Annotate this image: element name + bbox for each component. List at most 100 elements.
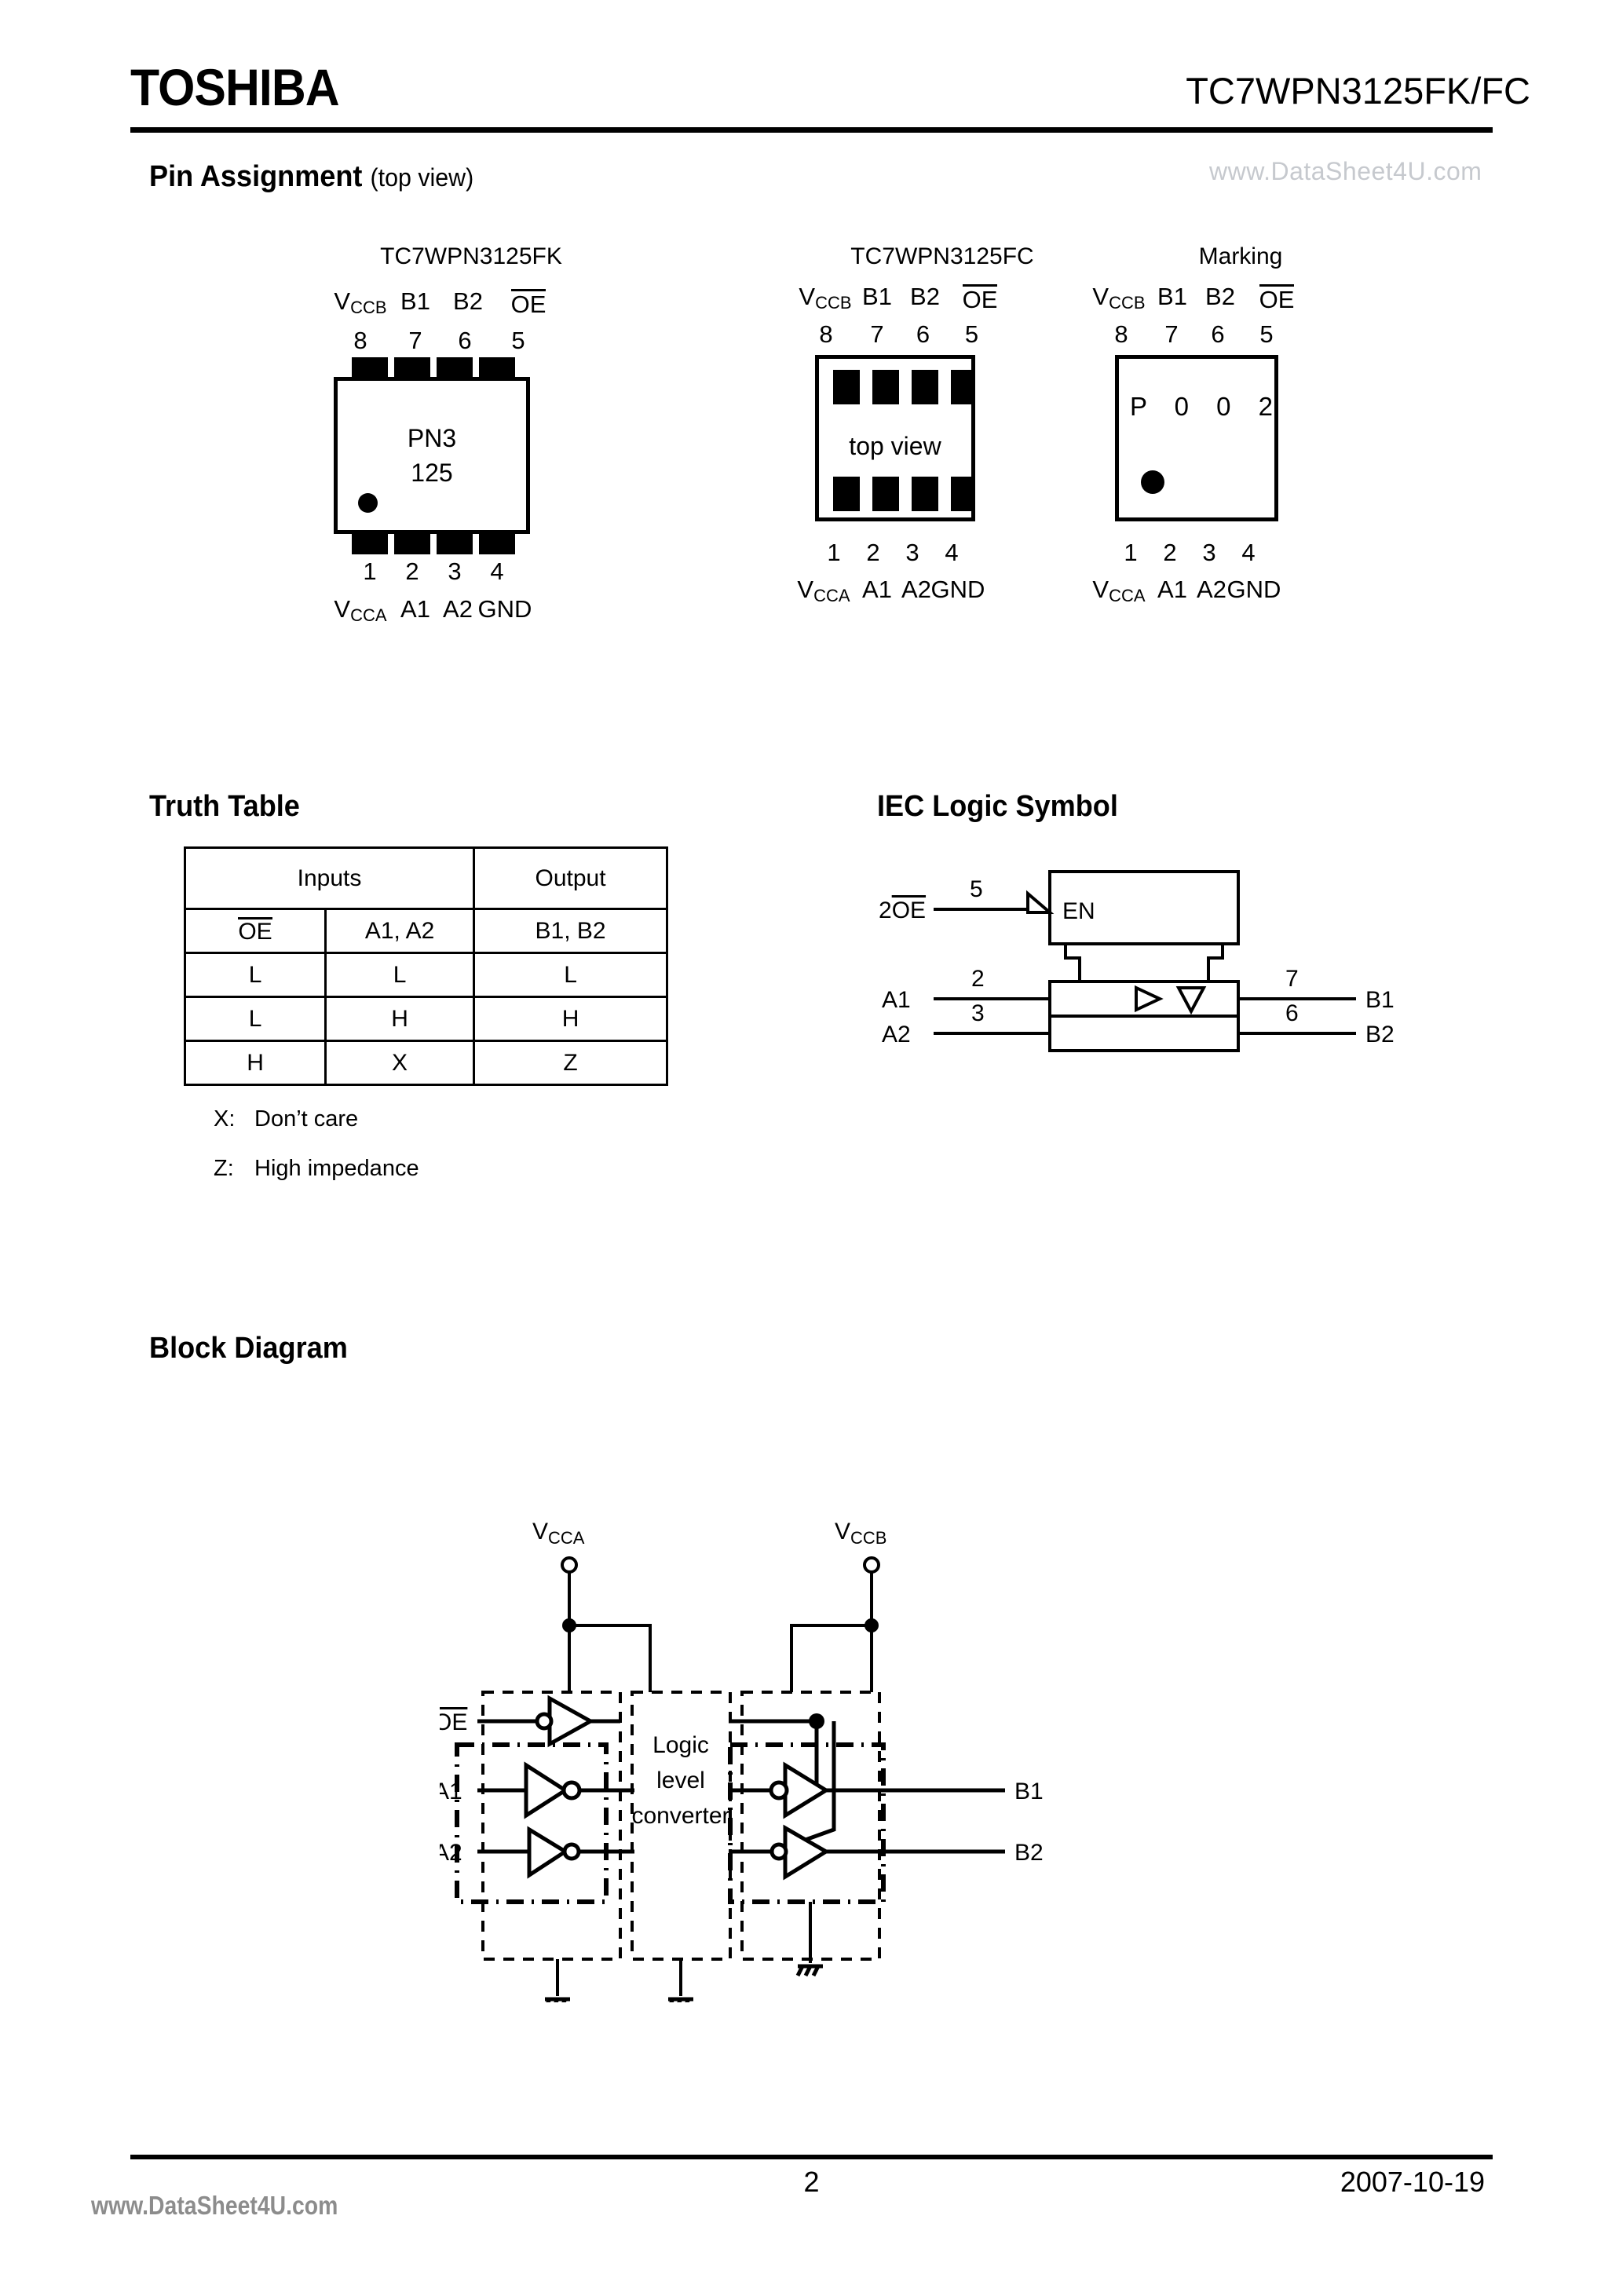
- pin1-indicator-dot: [358, 493, 378, 513]
- pad-1: [833, 477, 860, 511]
- package-marking-line2: 125: [411, 459, 453, 487]
- pin-number-5: 5: [1259, 320, 1274, 348]
- pin-number-1: 1: [363, 558, 377, 585]
- pin-label-oe: OE: [510, 289, 546, 318]
- truth-table-note-x: X:Don’t care: [214, 1106, 359, 1132]
- buffer-block-bottom: [1048, 1015, 1240, 1052]
- package-title: TC7WPN3125FK: [380, 243, 562, 269]
- pin-label-vccb: VCCB: [799, 283, 852, 313]
- vcca-domain-box: [481, 1691, 622, 1961]
- lead-7: [394, 357, 430, 379]
- table-row-group-header: Inputs Output: [183, 846, 668, 910]
- pad-6: [912, 370, 938, 404]
- package-body: P 0 0 2: [1115, 355, 1278, 521]
- enable-right-connector: [1207, 944, 1224, 982]
- pin-label-gnd: GND: [930, 576, 985, 603]
- pin-number-3: 3: [448, 558, 462, 585]
- a1-inverter-bubble: [561, 1780, 582, 1801]
- cell-oe: L: [183, 996, 327, 1042]
- enable-block: [1048, 870, 1240, 945]
- vcca-junction-dot: [562, 1618, 576, 1632]
- pin1-indicator-dot: [1141, 470, 1164, 494]
- lead-1: [352, 532, 388, 554]
- cell-a: L: [324, 952, 476, 998]
- converter-label-line2: level: [656, 1768, 705, 1793]
- pin-number-2: 2: [405, 558, 419, 585]
- pin-number-6: 6: [1211, 320, 1225, 348]
- iec-logic-symbol-diagram: 2OE 5 EN A1 A2 2 3 7 6 B1 B2: [879, 870, 1395, 1052]
- enable-polarity-triangle: [1026, 890, 1055, 914]
- pin-number-2: 2: [866, 539, 880, 566]
- pin-number-1: 1: [1124, 539, 1138, 566]
- column-header-a: A1, A2: [324, 908, 476, 954]
- package-body: top view: [815, 355, 975, 521]
- table-row: L L L: [183, 952, 668, 998]
- cell-b: L: [473, 952, 668, 998]
- block-diagram: VCCA VCCB OE A1 A2 B1 B2 Logic level con…: [440, 1519, 1044, 2002]
- pin-label-gnd: GND: [477, 595, 532, 623]
- buffer-triangle-icon: [1135, 985, 1164, 1013]
- pin-number-1: 1: [827, 539, 841, 566]
- iec-output-label-b2: B2: [1365, 1022, 1395, 1047]
- block-supply-label-vcca: VCCA: [532, 1519, 585, 1548]
- footer-divider: [130, 2155, 1493, 2159]
- pin-assignment-heading-text: Pin Assignment: [149, 160, 371, 193]
- pin-label-a1: A1: [1157, 576, 1187, 603]
- lead-4: [479, 532, 515, 554]
- block-input-label-oe: OE: [440, 1709, 467, 1735]
- truth-table-note-z: Z:High impedance: [214, 1156, 419, 1181]
- table-row-column-header: OE A1, A2 B1, B2: [183, 908, 668, 954]
- lead-8: [352, 357, 388, 379]
- cell-a: X: [324, 1040, 476, 1086]
- document-date: 2007-10-19: [1340, 2166, 1485, 2198]
- iec-input-label-a1: A1: [882, 987, 911, 1013]
- pin-label-b2: B2: [1205, 283, 1235, 310]
- pin-number-8: 8: [1114, 320, 1128, 348]
- block-input-label-a1: A1: [440, 1779, 462, 1804]
- iec-output-pin-7: 7: [1285, 966, 1299, 992]
- pin-label-b2: B2: [453, 287, 483, 315]
- block-input-label-a2: A2: [440, 1840, 462, 1866]
- buffer-block-top: [1048, 980, 1240, 1018]
- block-supply-label-vccb: VCCB: [835, 1519, 886, 1548]
- iec-output-pin-6: 6: [1285, 1000, 1299, 1026]
- pin-number-3: 3: [905, 539, 919, 566]
- pin-number-8: 8: [353, 327, 367, 354]
- iec-output-label-b1: B1: [1365, 987, 1395, 1013]
- cell-oe: H: [183, 1040, 327, 1086]
- vcca-terminal: [561, 1556, 578, 1574]
- pin-assignment-heading-sub: (top view): [370, 163, 474, 192]
- pin-number-7: 7: [408, 327, 422, 354]
- pin-number-7: 7: [870, 320, 884, 348]
- truth-table: Inputs Output OE A1, A2 B1, B2 L L L L H…: [183, 846, 668, 1086]
- vccb-terminal: [863, 1556, 880, 1574]
- iec-input-label-a2: A2: [882, 1022, 911, 1047]
- pin-label-gnd: GND: [1226, 576, 1281, 603]
- cell-b: H: [473, 996, 668, 1042]
- a2-inverter-bubble: [562, 1842, 581, 1861]
- pad-8: [833, 370, 860, 404]
- pad-2: [872, 477, 899, 511]
- package-body-label: top view: [849, 432, 941, 460]
- package-title: TC7WPN3125FC: [850, 243, 1034, 269]
- pad-5: [951, 370, 973, 404]
- cell-oe: L: [183, 952, 327, 998]
- vccb-branch-to-converter: [790, 1624, 872, 1692]
- pad-3: [912, 477, 938, 511]
- pin-number-4: 4: [490, 558, 504, 585]
- pin-label-b1: B1: [400, 287, 430, 315]
- pin-label-oe: OE: [962, 284, 998, 313]
- converter-label-line3: converter: [631, 1803, 729, 1829]
- pin-label-b1: B1: [1157, 283, 1187, 310]
- gnd-symbol-a: [545, 1997, 570, 2002]
- a1-inverter-triangle: [524, 1761, 569, 1819]
- package-marking-line1: PN3: [407, 424, 457, 452]
- b1-buffer-bubble: [769, 1780, 789, 1801]
- cell-b: Z: [473, 1040, 668, 1086]
- column-header-b: B1, B2: [473, 908, 668, 954]
- pin-label-a2: A2: [443, 595, 473, 623]
- pin-number-3: 3: [1202, 539, 1216, 566]
- pin-label-a1: A1: [400, 595, 430, 623]
- iec-input-pin-3: 3: [971, 1000, 985, 1026]
